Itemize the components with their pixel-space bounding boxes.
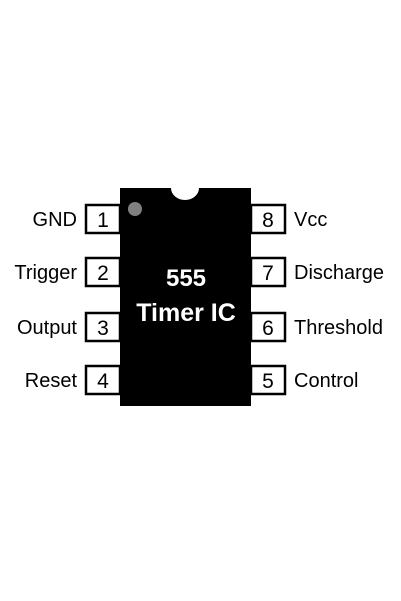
- pin-3: 3 Output: [17, 311, 122, 343]
- pin-box: [84, 256, 122, 288]
- pin-number: 3: [97, 317, 109, 340]
- pin-5: 5 Control: [249, 364, 358, 396]
- pin-box: [249, 311, 287, 343]
- pin-label: Discharge: [294, 262, 384, 284]
- pin-number: 6: [262, 317, 274, 340]
- pin-label: Reset: [25, 370, 78, 392]
- pin-6: 6 Threshold: [249, 311, 383, 343]
- pin-label: Threshold: [294, 317, 383, 339]
- pin-number: 8: [262, 209, 274, 232]
- pin-number: 1: [97, 209, 109, 232]
- pin-number: 5: [262, 370, 274, 393]
- right-pins: 8 Vcc 7 Discharge 6 Threshold 5 Control: [249, 203, 384, 396]
- pin-2: 2 Trigger: [14, 256, 122, 288]
- pin-box: [84, 364, 122, 396]
- pin-box: [249, 364, 287, 396]
- pin-label: Output: [17, 317, 77, 339]
- pin-7: 7 Discharge: [249, 256, 384, 288]
- pin-label: Trigger: [14, 262, 77, 284]
- pin-8: 8 Vcc: [249, 203, 327, 235]
- pin-label: GND: [33, 209, 77, 231]
- pin-4: 4 Reset: [25, 364, 122, 396]
- left-pins: 1 GND 2 Trigger 3 Output 4 Reset: [14, 203, 122, 396]
- chip-title-line1: 555: [166, 265, 206, 292]
- pin-box: [84, 203, 122, 235]
- pin1-marker-dot: [128, 202, 142, 216]
- pin-number: 2: [97, 262, 109, 285]
- pin-1: 1 GND: [33, 203, 122, 235]
- chip-title-line2: Timer IC: [136, 299, 236, 327]
- pin-box: [249, 203, 287, 235]
- orientation-notch: [171, 188, 199, 200]
- pin-label: Vcc: [294, 209, 327, 231]
- pin-box: [84, 311, 122, 343]
- ic-package: 555 Timer IC: [120, 188, 251, 406]
- pin-label: Control: [294, 370, 358, 392]
- chip-body: [120, 188, 251, 406]
- pin-number: 4: [97, 370, 109, 393]
- pin-box: [249, 256, 287, 288]
- pin-number: 7: [262, 262, 274, 285]
